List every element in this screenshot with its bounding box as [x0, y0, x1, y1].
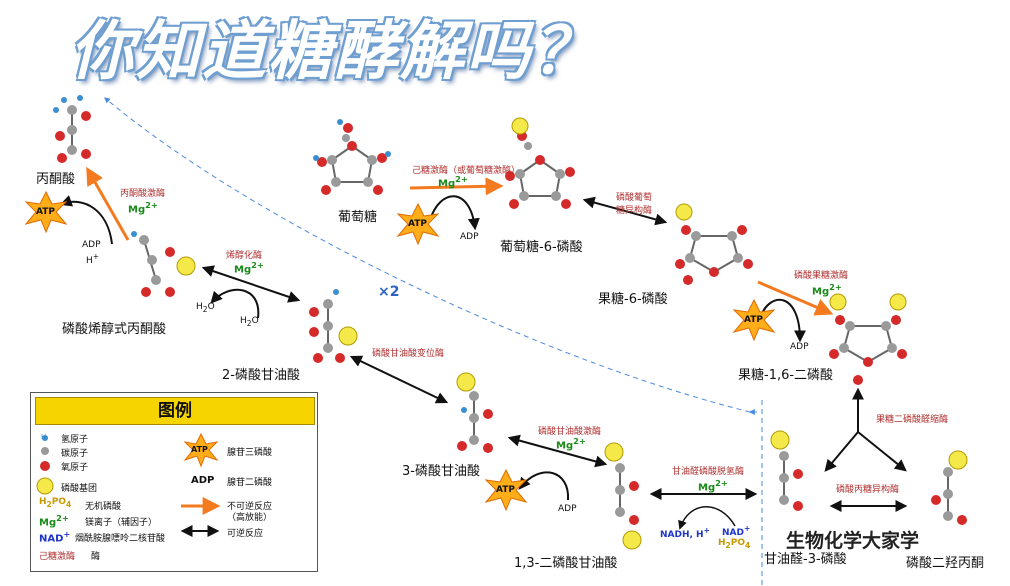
mg-enolase: Mg2+ — [234, 260, 264, 275]
bpg13-molecule — [605, 443, 641, 549]
nad-text: NAD+ — [722, 524, 750, 538]
water-out: H2O — [196, 302, 215, 314]
legend-atp-text: ATP — [191, 445, 208, 454]
enzyme-pk: 丙酮酸激酶 — [120, 186, 165, 199]
atp-curve-pk — [62, 202, 112, 244]
adp-text-1: ADP — [460, 232, 479, 242]
atp-text-4: ATP — [36, 207, 55, 217]
enzyme-tpi: 磷酸丙糖异构酶 — [836, 482, 899, 495]
water-in: H2O — [240, 316, 259, 328]
page-title: 你知道糖酵解吗？ — [70, 0, 598, 92]
mg-pfk: Mg2+ — [812, 282, 842, 297]
legend-enzyme-label: 酶 — [91, 549, 100, 562]
legend-adp-text: ADP — [191, 475, 214, 486]
label-f6p: 果糖-6-磷酸 — [598, 288, 668, 307]
legend-enzyme-sample: 己糖激酶 — [39, 549, 75, 562]
enzyme-pgm: 磷酸甘油酸变位酶 — [372, 346, 444, 359]
mg-pk: Mg2+ — [128, 200, 158, 215]
legend-mg-label: 镁离子（辅因子） — [85, 515, 157, 528]
pg2-molecule — [309, 289, 357, 363]
arrow-pgm — [352, 357, 446, 402]
enzyme-aldolase: 果糖二磷酸醛缩酶 — [876, 412, 948, 425]
label-glucose: 葡萄糖 — [338, 206, 377, 225]
legend-pi-symbol: H2PO4 — [39, 497, 71, 509]
legend-irrev-sub: （高放能） — [227, 510, 272, 523]
label-pyruvate: 丙酮酸 — [36, 168, 75, 187]
atp-text-3: ATP — [496, 485, 515, 495]
legend-oxygen-label: 氧原子 — [61, 460, 88, 473]
label-pg3: 3-磷酸甘油酸 — [402, 460, 480, 479]
adp-text-4: ADP — [82, 240, 101, 250]
legend-h-symbol: H — [41, 433, 46, 441]
watermark: 生物化学大家学 — [786, 526, 919, 553]
atp-curve-pgk — [520, 472, 568, 500]
times-two-label: ×2 — [378, 284, 399, 300]
label-dhap: 磷酸二羟丙酮 — [906, 552, 984, 571]
arrow-aldolase-right — [858, 432, 905, 470]
pyruvate-molecule — [53, 95, 91, 163]
mg-pgk: Mg2+ — [556, 436, 586, 451]
dashed-return-path — [105, 98, 750, 412]
h-text: H+ — [86, 252, 99, 266]
label-pep: 磷酸烯醇式丙酮酸 — [62, 318, 166, 337]
legend-carbon-icon — [41, 447, 49, 455]
enzyme-pfk: 磷酸果糖激酶 — [794, 268, 848, 281]
adp-text-2: ADP — [790, 342, 809, 352]
dhap-molecule — [931, 451, 967, 525]
f16bp-molecule — [829, 294, 907, 385]
legend-adp-label: 腺苷二磷酸 — [227, 475, 272, 488]
mg-hexokinase: Mg2+ — [438, 174, 468, 189]
f6p-molecule — [675, 204, 753, 285]
atp-curve-pfk — [760, 300, 800, 340]
pi-text: H2PO4 — [718, 538, 750, 550]
pg3-molecule — [457, 373, 493, 453]
atp-text-2: ATP — [744, 315, 763, 325]
legend-oxygen-icon — [40, 461, 50, 471]
water-curve — [212, 290, 258, 318]
label-g6p: 葡萄糖-6-磷酸 — [500, 236, 583, 255]
legend-mg-symbol: Mg2+ — [39, 513, 69, 528]
legend-hydrogen-label: 氢原子 — [61, 432, 88, 445]
legend-atp-label: 腺苷三磷酸 — [227, 445, 272, 458]
legend-pi-label: 无机磷酸 — [85, 499, 121, 512]
label-bpg13: 1,3-二磷酸甘油酸 — [514, 552, 617, 571]
legend-phosphate-icon — [37, 478, 53, 494]
legend-phosphate-label: 磷酸基团 — [61, 481, 97, 494]
nadh-text: NADH, H+ — [660, 526, 710, 540]
adp-text-3: ADP — [558, 504, 577, 514]
pep-molecule — [131, 231, 195, 297]
atp-curve-hexokinase — [430, 196, 475, 228]
glucose-molecule — [313, 119, 391, 195]
mg-gapdh: Mg2+ — [698, 478, 728, 493]
label-pg2: 2-磷酸甘油酸 — [222, 364, 300, 383]
enzyme-pgi: 磷酸葡萄糖异构酶 — [612, 190, 656, 216]
legend-nad-label: 烟酰胺腺嘌呤二核苷酸 — [75, 531, 165, 544]
label-f16bp: 果糖-1,6-二磷酸 — [738, 364, 833, 383]
legend-rev-label: 可逆反应 — [227, 526, 263, 539]
enzyme-gapdh: 甘油醛磷酸脱氢酶 — [672, 464, 744, 477]
legend-box: 图例 H 氢原子 碳原子 氧原子 磷酸基团 H2PO4 无机磷酸 Mg2+ 镁离… — [30, 392, 318, 572]
arrow-aldolase-left — [826, 432, 858, 470]
legend-carbon-label: 碳原子 — [61, 446, 88, 459]
g3p-molecule — [771, 431, 803, 511]
legend-nad-symbol: NAD+ — [39, 529, 70, 544]
atp-text-1: ATP — [408, 219, 427, 229]
